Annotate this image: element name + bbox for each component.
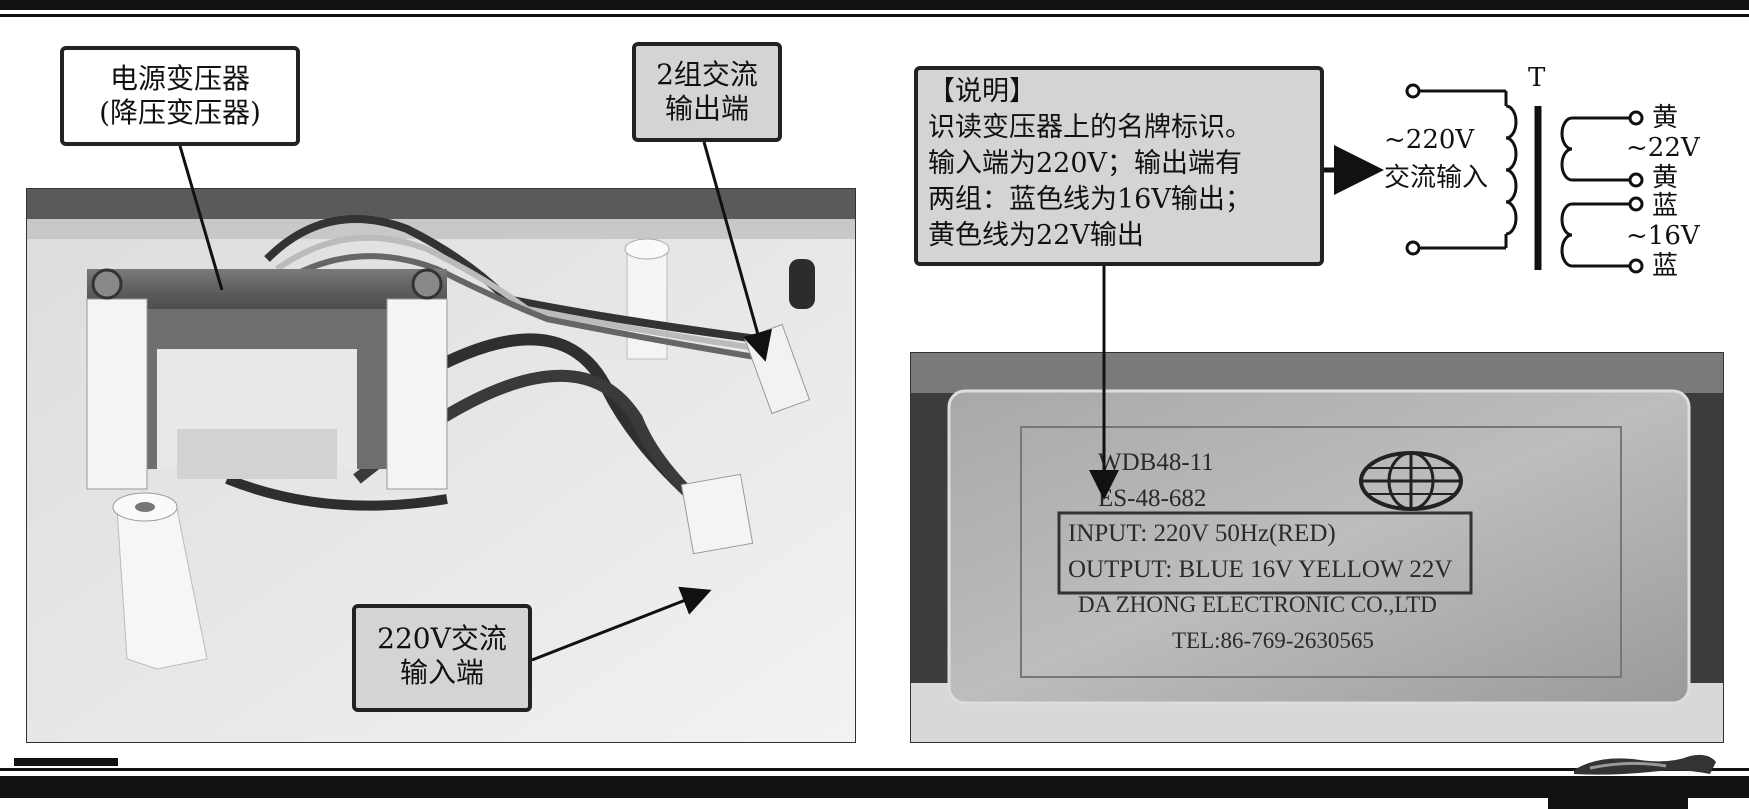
explanation-note: 【说明】 识读变压器上的名牌标识。 输入端为220V；输出端有 两组：蓝色线为1… — [914, 66, 1324, 266]
nameplate-output: OUTPUT: BLUE 16V YELLOW 22V — [1068, 556, 1452, 583]
schematic-out2-voltage: ~16V — [1626, 221, 1701, 251]
note-line-1: 【说明】 — [928, 76, 1036, 107]
schematic-out1-bottom: 黄 — [1652, 163, 1678, 193]
transformer-photo — [26, 188, 856, 743]
note-line-3: 输入端为220V；输出端有 — [928, 148, 1243, 179]
output-label-line1: 2组交流 — [656, 58, 758, 91]
transformer-callout: 电源变压器 (降压变压器) — [60, 46, 300, 146]
top-rule-thin — [0, 14, 1749, 17]
schematic-out1-voltage: ~22V — [1626, 133, 1701, 163]
bottom-rule-thin — [0, 768, 1749, 771]
output-label-line2: 输出端 — [664, 92, 749, 125]
transformer-label-line1: 电源变压器 — [109, 62, 250, 95]
nameplate-maker: DA ZHONG ELECTRONIC CO.,LTD — [1078, 592, 1437, 617]
input-label-line1: 220V交流 — [377, 622, 507, 655]
transformer-label-line2: (降压变压器) — [99, 96, 261, 129]
note-line-5: 黄色线为22V输出 — [928, 220, 1144, 251]
schematic-out2-bottom: 蓝 — [1652, 251, 1678, 281]
nameplate-photo — [910, 352, 1724, 743]
nameplate-input: INPUT: 220V 50Hz(RED) — [1068, 520, 1336, 547]
schematic-out2-top: 蓝 — [1652, 191, 1678, 221]
bottom-rule-thick — [0, 776, 1749, 798]
output-leader-arrow — [702, 141, 772, 362]
top-rule-thick — [0, 0, 1749, 10]
corner-ornament-icon — [1574, 754, 1716, 775]
schematic-input-voltage: ~220V — [1384, 125, 1475, 155]
bottom-corner-block — [1548, 790, 1688, 809]
input-leader-arrow — [531, 586, 712, 662]
globe-logo-icon — [1359, 451, 1463, 511]
schematic-out1-top: 黄 — [1652, 103, 1678, 133]
nameplate-tel: TEL:86-769-2630565 — [1172, 628, 1374, 653]
schematic-input-label: 交流输入 — [1384, 163, 1488, 193]
output-terminal-callout: 2组交流 输出端 — [632, 42, 782, 142]
schematic-designator: T — [1528, 63, 1546, 93]
input-terminal-callout: 220V交流 输入端 — [352, 604, 532, 712]
transformer-leader-line — [178, 145, 224, 291]
bottom-short-rule — [14, 758, 118, 766]
note-line-4: 两组：蓝色线为16V输出； — [928, 184, 1252, 215]
note-line-2: 识读变压器上的名牌标识。 — [928, 112, 1252, 143]
input-label-line2: 输入端 — [399, 656, 484, 689]
